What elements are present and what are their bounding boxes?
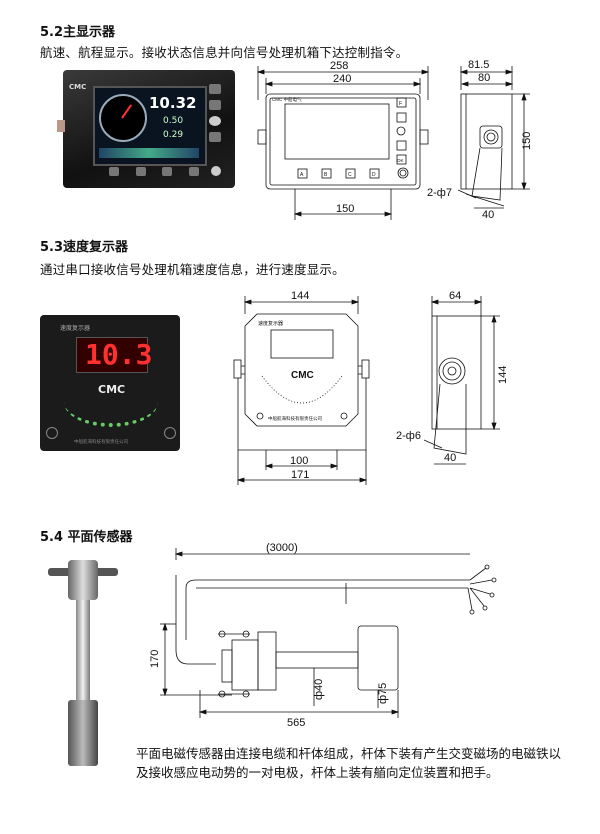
speed-repeater-front-drawing: 144 100 171 速度复示器 CMC 中船航海科技有限责任公司	[233, 290, 370, 485]
dim-mount-holes: 2-ф7	[427, 187, 452, 199]
photo-status-bar	[99, 148, 199, 158]
drawing-key-c: C	[348, 172, 352, 178]
dim-100: 100	[290, 455, 308, 467]
photo-screen: 10.32 0.50 0.29	[93, 86, 207, 166]
dim-171: 171	[291, 469, 309, 481]
repeater-led-arc	[64, 377, 158, 427]
section-heading-speed-repeater: 5.3速度复示器	[40, 240, 129, 255]
sensor-rod	[76, 600, 90, 700]
dim-144-height: 144	[497, 366, 509, 384]
photo-left-screw	[57, 120, 65, 132]
dim-40: 40	[482, 209, 494, 221]
repeater-led-value: 10.3	[85, 338, 153, 371]
dim-64: 64	[449, 290, 461, 302]
drawing-repeater-maker: 中船航海科技有限责任公司	[268, 415, 322, 422]
dim-80: 80	[478, 72, 490, 84]
photo-brand: CMC	[69, 83, 87, 91]
dim-565: 565	[287, 717, 305, 729]
section-heading-plane-sensor: 5.4 平面传感器	[40, 530, 133, 545]
plane-sensor-photo	[38, 550, 128, 770]
sensor-body	[68, 700, 98, 766]
dim-81-5: 81.5	[468, 59, 489, 71]
main-display-photo: CMC 10.32 0.50 0.29	[57, 70, 235, 188]
dim-170: 170	[149, 650, 161, 668]
repeater-photo-title: 速度复示器	[60, 325, 91, 332]
repeater-photo-maker: 中船航海科技有限责任公司	[74, 440, 128, 445]
main-display-description: 航速、航程显示。接收状态信息并向信号处理机箱下达控制指令。	[40, 45, 409, 60]
photo-knob	[211, 166, 221, 176]
dim-144-width: 144	[291, 290, 309, 302]
drawing-key-d: D	[372, 172, 376, 178]
speed-repeater-description: 通过串口接收信号处理机箱速度信息，进行速度显示。	[40, 262, 345, 277]
drawing-key-f: F	[399, 101, 402, 107]
dim-40-repeater: 40	[444, 452, 456, 464]
repeater-right-knob	[164, 427, 176, 439]
drawing-key-ok: OK	[397, 158, 404, 163]
dim-phi75: ф75	[377, 683, 389, 704]
speed-repeater-side-drawing: 64 144 2-ф6 40	[396, 290, 509, 465]
sensor-head	[68, 560, 98, 600]
drawing-key-b: B	[324, 172, 328, 178]
photo-top-bar: CMC	[69, 74, 229, 91]
photo-side-keys	[209, 84, 221, 158]
repeater-led-display: 10.3	[76, 337, 152, 373]
photo-dial	[99, 94, 147, 142]
dim-150-height: 150	[521, 132, 533, 150]
main-display-drawing: 258 240 81.5 80 150 150 2-ф7 40 CMC 中船电气…	[256, 59, 533, 221]
dim-2-phi6: 2-ф6	[396, 430, 421, 442]
speed-repeater-photo: 速度复示器 10.3 CMC 中船航海科技有限责任公司	[40, 315, 180, 451]
plane-sensor-drawing: (3000) 170 ф40 ф75 565	[149, 542, 497, 729]
drawing-repeater-title: 速度复示器	[258, 320, 283, 327]
photo-speed-readout: 10.32	[149, 94, 197, 112]
section-heading-main-display: 5.2主显示器	[40, 25, 116, 40]
drawing-repeater-brand: CMC	[291, 370, 314, 381]
photo-value-b: 0.29	[163, 130, 184, 140]
drawing-key-a: A	[300, 172, 304, 178]
dim-240: 240	[333, 73, 351, 85]
dim-phi40: ф40	[313, 679, 325, 700]
dim-258: 258	[330, 60, 348, 72]
photo-bottom-keys	[109, 167, 199, 177]
dial-needle	[121, 104, 132, 119]
repeater-left-knob	[46, 427, 58, 439]
drawing-brand: CMC 中船电气	[272, 96, 302, 103]
photo-value-a: 0.50	[163, 116, 184, 126]
dim-3000: (3000)	[266, 542, 298, 554]
dim-150-bracket: 150	[336, 203, 354, 215]
plane-sensor-paragraph: 平面电磁传感器由连接电缆和杆体组成，杆体下装有产生交变磁场的电磁铁以及接收感应电…	[136, 746, 562, 780]
